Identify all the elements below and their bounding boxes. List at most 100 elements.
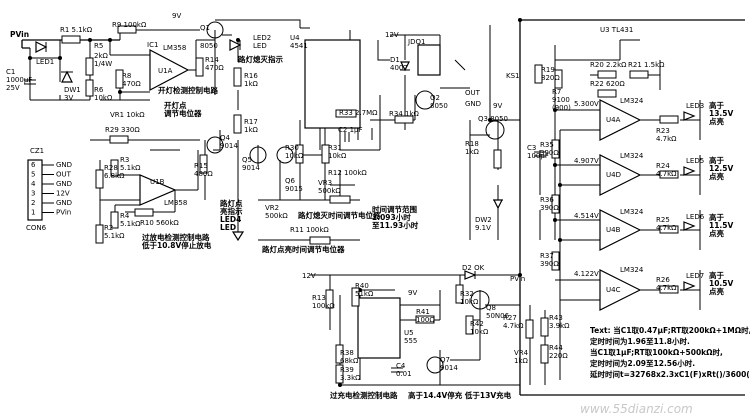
cz1-pin-number: 5 bbox=[31, 171, 35, 179]
label-lm324-c: LM324 bbox=[620, 266, 644, 274]
u5-555-box bbox=[357, 297, 401, 359]
label-r22: R22 620Ω bbox=[590, 80, 625, 88]
label-vr1: VR1 10kΩ bbox=[110, 111, 145, 119]
label-lm358a: LM358 bbox=[163, 44, 186, 52]
label-u3: U3 TL431 bbox=[600, 26, 633, 34]
q7-transistor bbox=[426, 356, 444, 374]
cz1-pin-label: OUT bbox=[56, 171, 72, 179]
label-u1a: U1A bbox=[158, 67, 173, 75]
label-9v-a: 9V bbox=[172, 12, 181, 20]
label-9v-b: 9V bbox=[493, 102, 502, 110]
label-r1: R1 5.1kΩ bbox=[60, 26, 93, 34]
label-overdischarge: 过放电检测控制电路低于10.8V停止放电 bbox=[141, 232, 212, 250]
label-v5300: 5.300V bbox=[574, 100, 599, 108]
label-lm324-b: LM324 bbox=[620, 208, 644, 216]
label-path-on-time-pot: 路灯点亮时间调节电位器 bbox=[262, 244, 345, 254]
led4-icon bbox=[231, 231, 245, 242]
label-v4514: 4.514V bbox=[574, 212, 599, 220]
cz1-pin-number: 3 bbox=[31, 190, 35, 198]
ic-boxes bbox=[27, 39, 441, 359]
label-r6: R6 bbox=[94, 86, 104, 94]
cz1-pin-label: PVin bbox=[56, 209, 71, 217]
relay-coil-box bbox=[417, 44, 441, 76]
label-overcharge: 过充电检测控制电路 bbox=[330, 390, 398, 400]
cz1-pin-label: GND bbox=[56, 161, 72, 169]
u4c-opamp bbox=[599, 269, 642, 311]
label-u4b: U4B bbox=[606, 226, 621, 234]
q1-transistor bbox=[206, 21, 224, 39]
formula-line: 延时时间t=32768x2.3xC1(F)xRt()/3600(小时). bbox=[589, 369, 750, 379]
label-ks1: KS1 bbox=[506, 72, 520, 80]
label-r21: R21 1.5kΩ bbox=[628, 61, 665, 69]
label-q1: Q1 bbox=[200, 24, 210, 32]
label-open-light-circuit: 开灯检测控制电路 bbox=[158, 85, 218, 95]
transistors bbox=[206, 21, 505, 374]
formula-line: 定时时间为2.09至12.56小时. bbox=[590, 358, 695, 368]
label-jdq1: JDQ1 bbox=[407, 38, 425, 46]
label-r8: R8 bbox=[122, 72, 131, 80]
label-r5: R5 bbox=[94, 42, 103, 50]
label-lm324-d: LM324 bbox=[620, 152, 644, 160]
label-r12: R12 100kΩ bbox=[328, 169, 367, 177]
label-r8v: 470Ω bbox=[122, 80, 141, 88]
cz1-pin-label: GND bbox=[56, 180, 72, 188]
u4a-opamp bbox=[599, 99, 642, 141]
label-path-off-time-pot: 路灯熄灭时间调节电位器 bbox=[298, 210, 381, 220]
formula-line: Text: 当C1取0.47μF;RT取200kΩ+1MΩ时, bbox=[590, 325, 750, 335]
label-lm324-a: LM324 bbox=[620, 97, 644, 105]
diodes bbox=[35, 39, 696, 291]
cz1-connector-box bbox=[27, 159, 43, 221]
label-r20: R20 2.2kΩ bbox=[590, 61, 627, 69]
label-9v-c: 9V bbox=[408, 289, 417, 297]
formula-line: 定时时间为1.96至11.8小时. bbox=[590, 336, 690, 346]
label-q3: Q3 8050 bbox=[478, 115, 508, 123]
label-r9: R9 100kΩ bbox=[112, 21, 147, 29]
led7-icon bbox=[683, 281, 696, 291]
label-lm358b: LM358 bbox=[164, 199, 187, 207]
label-r11: R11 100kΩ bbox=[290, 226, 329, 234]
u1b-opamp bbox=[139, 174, 177, 206]
led6-icon bbox=[683, 221, 696, 231]
label-q1v: 8050 bbox=[200, 42, 218, 50]
label-pvin-left: PVin bbox=[10, 30, 29, 39]
label-r33: R33 2.7MΩ bbox=[339, 109, 378, 117]
led5-icon bbox=[683, 166, 696, 176]
cz1-pin-number: 4 bbox=[31, 180, 36, 188]
formula-text-block: Text: 当C1取0.47μF;RT取200kΩ+1MΩ时,定时时间为1.96… bbox=[589, 325, 750, 379]
cz1-pin-label: GND bbox=[56, 199, 72, 207]
u1a-opamp bbox=[149, 49, 190, 91]
